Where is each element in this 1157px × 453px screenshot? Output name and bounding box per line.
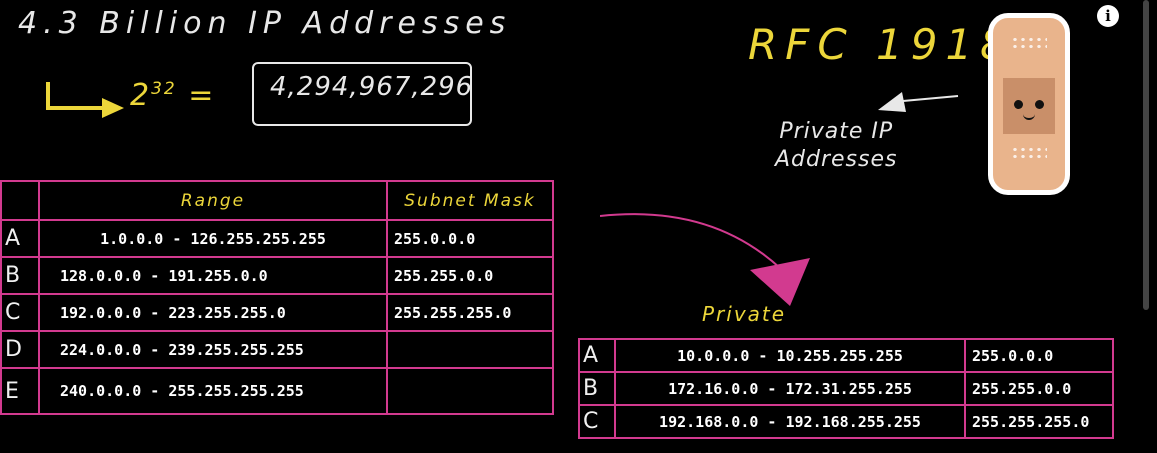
table-row: B 172.16.0.0 - 172.31.255.255 255.255.0.…: [578, 371, 1114, 406]
power-expression: 232 =: [130, 78, 215, 113]
bandage-eye-left: [1014, 100, 1023, 109]
table-row: A 10.0.0.0 - 10.255.255.255 255.0.0.0: [578, 338, 1114, 373]
bandage-pad: [1003, 78, 1055, 134]
table-row: E 240.0.0.0 - 255.255.255.255: [0, 367, 554, 415]
rfc-title: RFC 1918: [748, 20, 1015, 69]
class-letter: B: [0, 256, 40, 295]
class-letter: E: [0, 367, 40, 415]
mask-cell: 255.255.255.0: [386, 293, 554, 332]
table-row: C 192.0.0.0 - 223.255.255.0 255.255.255.…: [0, 293, 554, 332]
class-letter: C: [578, 404, 616, 439]
private-ip-table: A 10.0.0.0 - 10.255.255.255 255.0.0.0 B …: [578, 338, 1114, 439]
mask-cell: 255.0.0.0: [964, 338, 1114, 373]
mask-cell: 255.255.255.0: [964, 404, 1114, 439]
address-count-box: 4,294,967,296: [252, 62, 472, 126]
class-letter: B: [578, 371, 616, 406]
range-cell: 128.0.0.0 - 191.255.0.0: [38, 256, 388, 295]
curved-arrow-icon: [600, 213, 810, 306]
private-label-line1: Private IP: [779, 119, 894, 144]
range-header: Range: [38, 180, 388, 221]
mask-header: Subnet Mask: [386, 180, 554, 221]
power-base: 2: [130, 78, 152, 113]
mask-cell: [386, 330, 554, 369]
mask-cell: 255.255.0.0: [386, 256, 554, 295]
range-cell: 10.0.0.0 - 10.255.255.255: [614, 338, 966, 373]
private-table-title: Private: [702, 302, 787, 326]
info-button[interactable]: i: [1097, 5, 1119, 27]
bandage-illustration: [988, 13, 1070, 195]
range-cell: 224.0.0.0 - 239.255.255.255: [38, 330, 388, 369]
mask-cell: 255.255.0.0: [964, 371, 1114, 406]
private-ip-label: Private IP Addresses: [775, 118, 897, 174]
range-cell: 192.168.0.0 - 192.168.255.255: [614, 404, 966, 439]
table-row: D 224.0.0.0 - 239.255.255.255: [0, 330, 554, 369]
table-row: A 1.0.0.0 - 126.255.255.255 255.0.0.0: [0, 219, 554, 258]
class-letter: A: [0, 219, 40, 258]
bandage-dots-top: [1011, 36, 1047, 50]
bandage-eye-right: [1035, 100, 1044, 109]
ip-class-table: Range Subnet Mask A 1.0.0.0 - 126.255.25…: [0, 180, 554, 415]
equals-sign: =: [188, 78, 216, 113]
range-cell: 192.0.0.0 - 223.255.255.0: [38, 293, 388, 332]
power-exponent: 32: [151, 79, 177, 99]
private-label-line2: Addresses: [775, 147, 898, 172]
range-cell: 1.0.0.0 - 126.255.255.255: [38, 219, 388, 258]
scrollbar[interactable]: [1143, 0, 1149, 310]
class-letter: A: [578, 338, 616, 373]
range-cell: 240.0.0.0 - 255.255.255.255: [38, 367, 388, 415]
range-cell: 172.16.0.0 - 172.31.255.255: [614, 371, 966, 406]
mask-cell: [386, 367, 554, 415]
class-letter: C: [0, 293, 40, 332]
mask-cell: 255.0.0.0: [386, 219, 554, 258]
arrow-icon: [46, 82, 124, 118]
pointer-arrow-icon: [878, 92, 959, 112]
bandage-smile: [1023, 112, 1035, 120]
class-letter: D: [0, 330, 40, 369]
bandage-dots-bottom: [1011, 146, 1047, 160]
table-row: B 128.0.0.0 - 191.255.0.0 255.255.0.0: [0, 256, 554, 295]
title-text: 4.3 Billion IP Addresses: [18, 6, 512, 41]
table-row: C 192.168.0.0 - 192.168.255.255 255.255.…: [578, 404, 1114, 439]
table-header-row: Range Subnet Mask: [0, 180, 554, 221]
